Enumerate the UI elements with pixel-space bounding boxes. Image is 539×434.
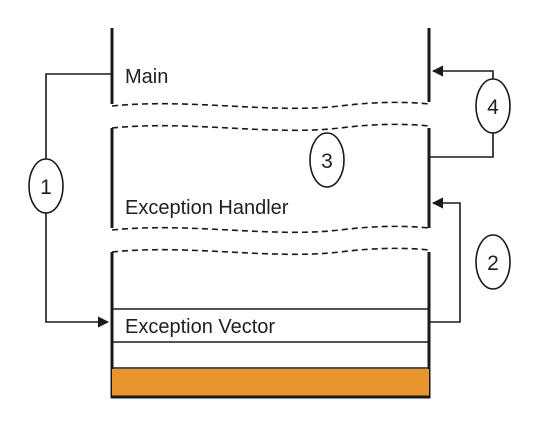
step-3-number: 3 [321, 150, 333, 173]
step-2-badge [475, 234, 511, 290]
step-1-badge [28, 158, 64, 214]
step-4-number: 4 [487, 96, 499, 119]
step-2-arrow [429, 197, 461, 323]
exception-vector-label: Exception Vector [125, 316, 275, 338]
memory-break-top-lower [111, 123, 430, 132]
step-4-badge [475, 78, 511, 134]
memory-break-top-upper [111, 101, 430, 110]
step-1-number: 1 [40, 176, 52, 199]
step-3-badge [309, 132, 345, 188]
exception-handler-label: Exception Handler [125, 197, 289, 219]
main-label: Main [125, 66, 168, 88]
memory-break-bottom-lower [111, 247, 430, 256]
memory-break-bottom-upper [111, 225, 430, 234]
step-2-number: 2 [487, 252, 499, 275]
stack-base-block [112, 369, 429, 396]
